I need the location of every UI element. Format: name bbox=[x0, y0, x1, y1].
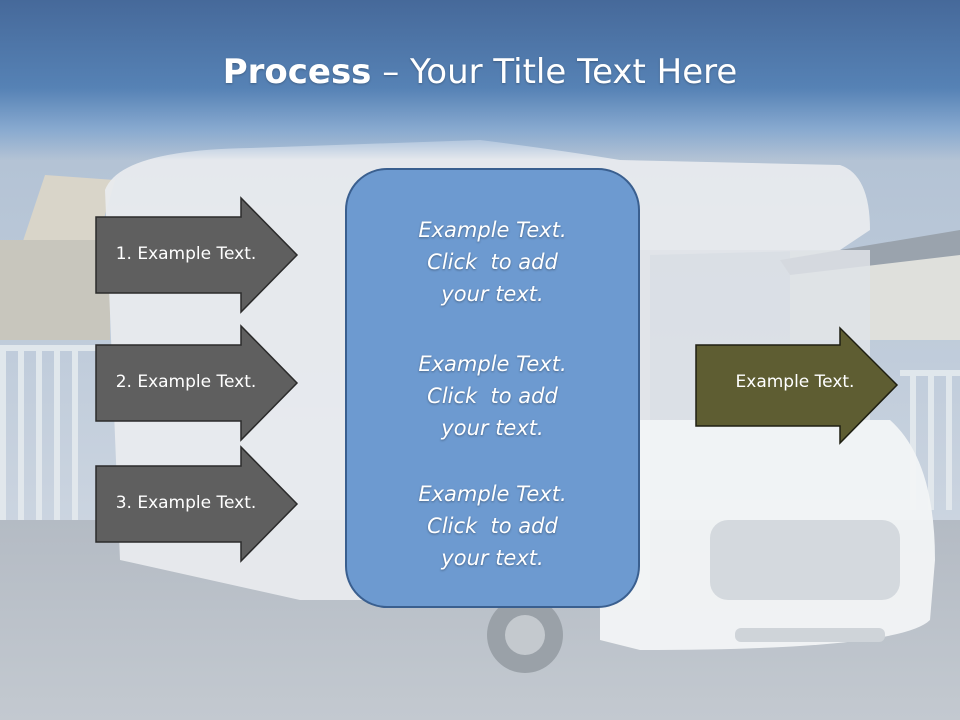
result-arrow-shape bbox=[695, 326, 899, 445]
step-arrow-1[interactable]: 1. Example Text. bbox=[95, 196, 300, 314]
slide-title: Process – Your Title Text Here bbox=[0, 52, 960, 92]
result-label: Example Text. bbox=[735, 372, 855, 392]
center-text-panel[interactable]: Example Text. Click to add your text. Ex… bbox=[345, 168, 640, 608]
step-label-1: 1. Example Text. bbox=[115, 244, 257, 264]
panel-text-block-3[interactable]: Example Text. Click to add your text. bbox=[347, 478, 638, 574]
title-banner bbox=[0, 0, 960, 160]
result-arrow[interactable]: Example Text. bbox=[695, 326, 900, 445]
title-rest: – Your Title Text Here bbox=[371, 52, 738, 92]
step-label-2: 2. Example Text. bbox=[115, 372, 257, 392]
step-label-3: 3. Example Text. bbox=[115, 493, 257, 513]
panel-text-block-1[interactable]: Example Text. Click to add your text. bbox=[347, 214, 638, 310]
step-arrow-2[interactable]: 2. Example Text. bbox=[95, 324, 300, 442]
step-arrow-shape bbox=[95, 324, 299, 442]
panel-line: Example Text. bbox=[418, 218, 567, 242]
panel-line: your text. bbox=[441, 546, 544, 570]
title-bold: Process bbox=[222, 52, 372, 92]
step-arrow-shape bbox=[95, 445, 299, 563]
step-arrow-shape bbox=[95, 196, 299, 314]
step-arrow-3[interactable]: 3. Example Text. bbox=[95, 445, 300, 563]
panel-line: Example Text. bbox=[418, 352, 567, 376]
panel-line: Click to add bbox=[427, 250, 558, 274]
panel-line: your text. bbox=[441, 282, 544, 306]
panel-line: your text. bbox=[441, 416, 544, 440]
panel-line: Example Text. bbox=[418, 482, 567, 506]
panel-line: Click to add bbox=[427, 514, 558, 538]
panel-text-block-2[interactable]: Example Text. Click to add your text. bbox=[347, 348, 638, 444]
panel-line: Click to add bbox=[427, 384, 558, 408]
